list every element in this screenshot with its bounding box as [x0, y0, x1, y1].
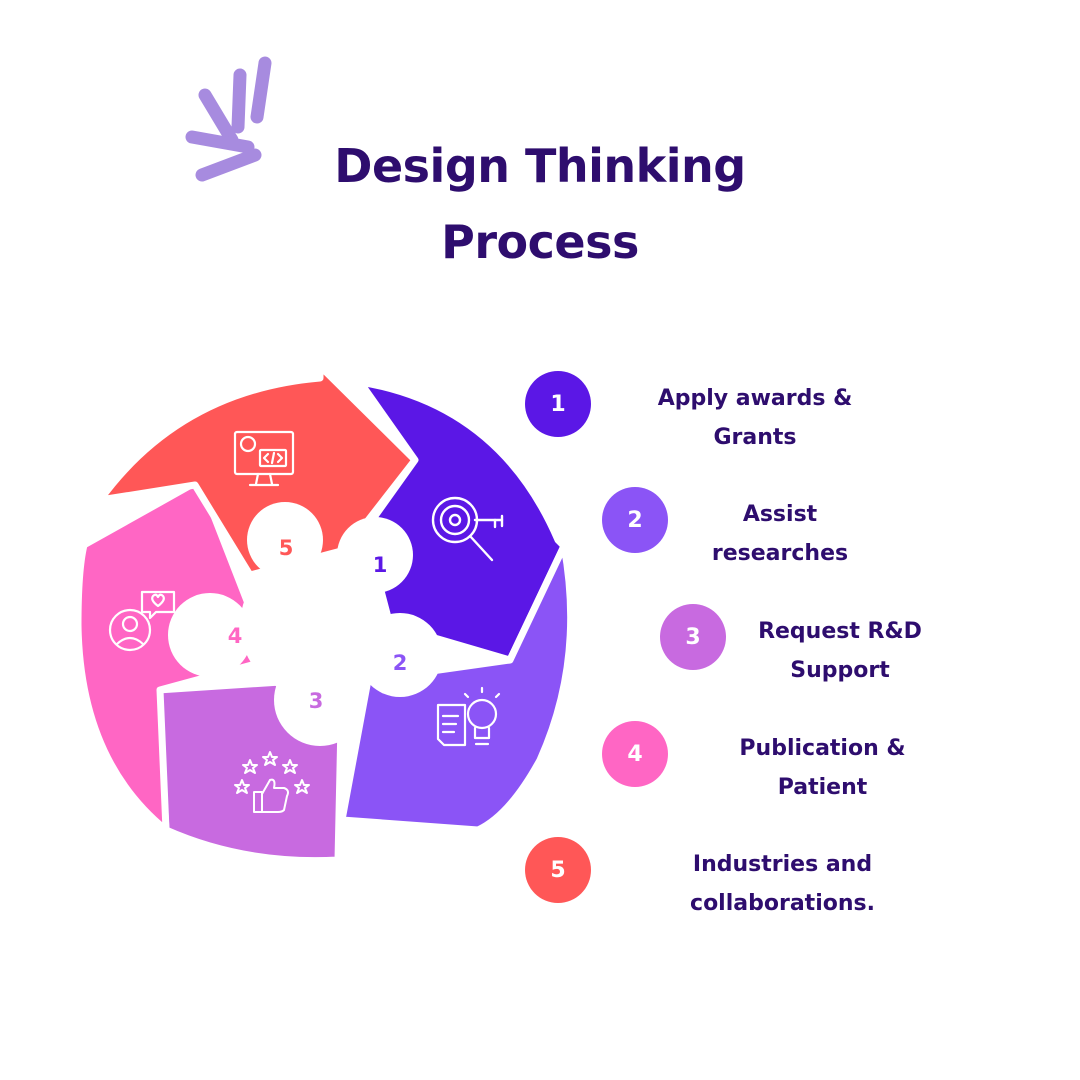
target-key-search-icon — [431, 496, 504, 562]
wheel-segment-5 — [96, 362, 419, 579]
step-badge-1: 1 — [525, 371, 591, 437]
wheel-segment-2 — [338, 542, 575, 834]
step-label-2-line-2: researches — [711, 541, 849, 566]
list-item: 4 Publication & Patient — [520, 715, 1060, 805]
list-item: 2 Assist researches — [520, 481, 1060, 571]
step-label-1-line-2: Grants — [713, 425, 797, 450]
step-label-5-line-2: collaborations. — [690, 891, 875, 916]
step-label-2-line-1: Assist — [742, 502, 818, 527]
step-list: 1 Apply awards & Grants 2 Assist researc… — [520, 360, 1060, 940]
spark-decoration-icon — [185, 56, 272, 182]
process-wheel: 1 2 3 4 5 — [74, 362, 575, 865]
page-title: Design Thinking Process — [290, 128, 790, 280]
step-label-5: Industries and collaborations. — [665, 845, 900, 923]
title-line-1: Design Thinking — [334, 139, 746, 193]
step-label-3: Request R&D Support — [745, 612, 935, 690]
step-label-4-line-1: Publication & — [739, 736, 906, 761]
step-label-5-line-1: Industries and — [692, 852, 873, 877]
step-label-4: Publication & Patient — [720, 729, 925, 807]
step-label-3-line-1: Request R&D — [758, 619, 922, 644]
wheel-number-1: 1 — [373, 553, 388, 577]
step-badge-2: 2 — [602, 487, 668, 553]
wheel-number-3: 3 — [309, 689, 324, 713]
step-label-2: Assist researches — [695, 495, 865, 573]
step-badge-5: 5 — [525, 837, 591, 903]
step-label-4-line-2: Patient — [777, 775, 868, 800]
stars-thumbs-up-icon — [234, 751, 310, 813]
wheel-number-5: 5 — [279, 536, 294, 560]
list-item: 1 Apply awards & Grants — [520, 365, 1060, 455]
document-lightbulb-icon — [436, 686, 501, 747]
list-item: 5 Industries and collaborations. — [520, 831, 1060, 921]
wheel-number-4: 4 — [228, 624, 243, 648]
user-heart-chat-icon — [108, 590, 176, 652]
step-badge-4: 4 — [602, 721, 668, 787]
step-label-1-line-1: Apply awards & — [657, 386, 853, 411]
step-label-3-line-2: Support — [790, 658, 890, 683]
wheel-number-2: 2 — [393, 651, 408, 675]
step-badge-3: 3 — [660, 604, 726, 670]
monitor-code-gear-icon — [233, 430, 295, 487]
title-line-2: Process — [441, 215, 639, 269]
list-item: 3 Request R&D Support — [520, 598, 1060, 688]
step-label-1: Apply awards & Grants — [630, 379, 880, 457]
